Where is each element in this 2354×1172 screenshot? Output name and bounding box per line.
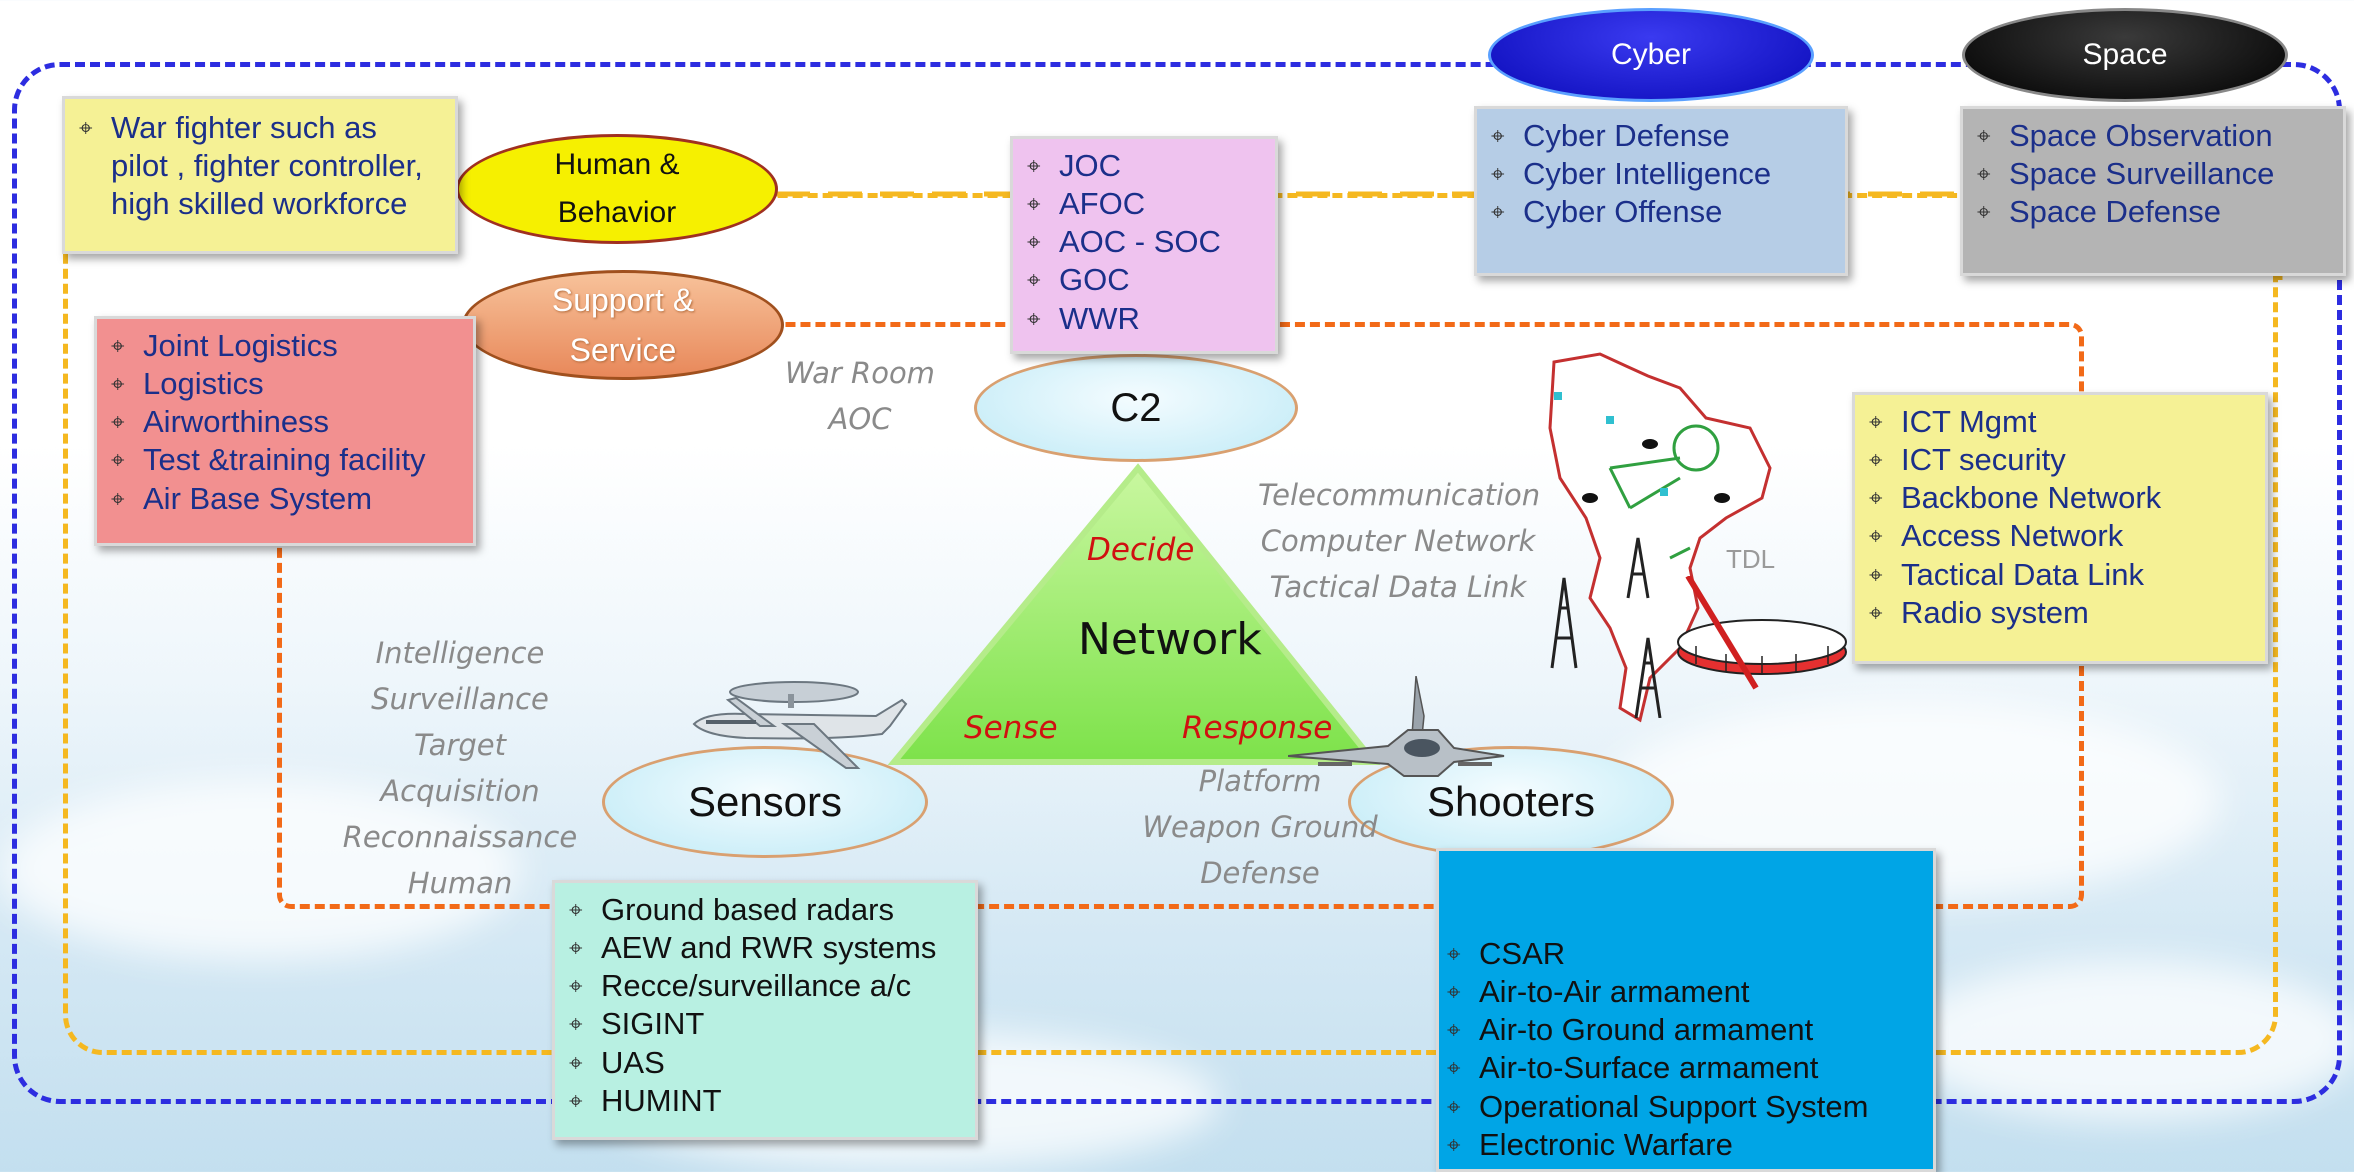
shooters-oval-label: Shooters: [1426, 778, 1596, 825]
cyber-oval-label: Cyber: [1610, 38, 1692, 71]
list-item: GOC: [1027, 261, 1261, 299]
logistics-box: Joint Logistics Logistics Airworthiness …: [94, 316, 476, 546]
list-item: AOC - SOC: [1027, 223, 1261, 261]
list-item: HUMINT: [569, 1082, 961, 1120]
list-item: AEW and RWR systems: [569, 929, 961, 967]
space-list: Space Observation Space Surveillance Spa…: [1977, 117, 2329, 231]
radar-dish-icon: [1677, 576, 1847, 690]
support-service-label: Support & Service: [551, 282, 695, 368]
logistics-list: Joint Logistics Logistics Airworthiness …: [111, 327, 459, 518]
cyber-box: Cyber Defense Cyber Intelligence Cyber O…: [1474, 106, 1848, 276]
network-triangle: [887, 463, 1380, 765]
awacs-aircraft-icon: [692, 681, 908, 769]
telecom-label: Telecommunication Computer Network Tacti…: [1258, 478, 1541, 604]
list-item: Joint Logistics: [111, 327, 459, 365]
list-item: Air Base System: [111, 480, 459, 518]
list-item: UAS: [569, 1044, 961, 1082]
map-tdl-label: TDL: [1726, 544, 1775, 574]
sensors-oval: Sensors: [602, 746, 928, 858]
space-oval: Space: [1962, 8, 2288, 102]
shooters-box: CSAR Air-to-Air armament Air-to Ground a…: [1436, 848, 1936, 1172]
list-item: Backbone Network: [1869, 479, 2251, 517]
list-item: ICT Mgmt: [1869, 403, 2251, 441]
sensors-list: Ground based radars AEW and RWR systems …: [569, 891, 961, 1120]
space-box: Space Observation Space Surveillance Spa…: [1960, 106, 2346, 276]
response-label: Response: [1182, 710, 1333, 746]
list-item: War fighter such as pilot , fighter cont…: [79, 109, 441, 223]
list-item: Test &training facility: [111, 441, 459, 479]
cyber-list: Cyber Defense Cyber Intelligence Cyber O…: [1491, 117, 1831, 231]
warfighter-box: War fighter such as pilot , fighter cont…: [62, 96, 458, 254]
list-item: Space Defense: [1977, 193, 2329, 231]
c2-oval: C2: [974, 354, 1298, 462]
list-item: Space Surveillance: [1977, 155, 2329, 193]
list-item: Cyber Intelligence: [1491, 155, 1831, 193]
list-item: Space Observation: [1977, 117, 2329, 155]
list-item: ICT security: [1869, 441, 2251, 479]
fighter-jet-icon: [1288, 676, 1505, 777]
war-room-label: War Room AOC: [785, 356, 935, 436]
list-item: Cyber Defense: [1491, 117, 1831, 155]
c2-oval-label: C2: [1110, 385, 1162, 430]
list-item: Operational Support System: [1447, 1088, 1919, 1126]
list-item: AFOC: [1027, 185, 1261, 223]
support-service-oval: Support & Service: [462, 270, 784, 380]
sensors-oval-label: Sensors: [687, 778, 843, 825]
warfighter-list: War fighter such as pilot , fighter cont…: [79, 109, 441, 223]
space-oval-label: Space: [2082, 38, 2168, 71]
cloud: [1900, 960, 2354, 1120]
list-item: Electronic Warfare: [1447, 1126, 1919, 1164]
intelligence-label: Intelligence Surveillance Target Acquisi…: [342, 636, 578, 900]
list-item: Access Network: [1869, 517, 2251, 555]
list-item: Air-to-Air armament: [1447, 973, 1919, 1011]
decide-label: Decide: [1087, 532, 1195, 568]
list-item: SIGINT: [569, 1005, 961, 1043]
ict-list: ICT Mgmt ICT security Backbone Network A…: [1869, 403, 2251, 632]
cyber-oval: Cyber: [1488, 8, 1814, 102]
thailand-map-icon: TDL: [1548, 352, 1775, 723]
list-item: Air-to Ground armament: [1447, 1011, 1919, 1049]
list-item: Air-to-Surface armament: [1447, 1049, 1919, 1087]
list-item: Tactical Data Link: [1869, 556, 2251, 594]
shooters-list: CSAR Air-to-Air armament Air-to Ground a…: [1447, 935, 1919, 1164]
sense-label: Sense: [964, 710, 1058, 746]
c2-units-box: JOC AFOC AOC - SOC GOC WWR: [1010, 136, 1278, 354]
list-item: WWR: [1027, 300, 1261, 338]
outer-blue-boundary: [12, 62, 2342, 1104]
ict-box: ICT Mgmt ICT security Backbone Network A…: [1852, 392, 2268, 664]
cloud: [0, 780, 520, 960]
list-item: Ground based radars: [569, 891, 961, 929]
sensors-box: Ground based radars AEW and RWR systems …: [552, 880, 978, 1140]
human-behavior-label: Human & Behavior: [554, 148, 680, 229]
list-item: JOC: [1027, 147, 1261, 185]
network-title: Network: [1078, 614, 1262, 665]
platform-label: Platform Weapon Ground Defense: [1142, 764, 1378, 890]
c2-units-list: JOC AFOC AOC - SOC GOC WWR: [1027, 147, 1261, 338]
radio-tower-icon: [1550, 537, 1662, 718]
human-behavior-oval: Human & Behavior: [456, 134, 778, 244]
list-item: Radio system: [1869, 594, 2251, 632]
list-item: Recce/surveillance a/c: [569, 967, 961, 1005]
list-item: Airworthiness: [111, 403, 459, 441]
list-item: Cyber Offense: [1491, 193, 1831, 231]
list-item: Logistics: [111, 365, 459, 403]
list-item: CSAR: [1447, 935, 1919, 973]
